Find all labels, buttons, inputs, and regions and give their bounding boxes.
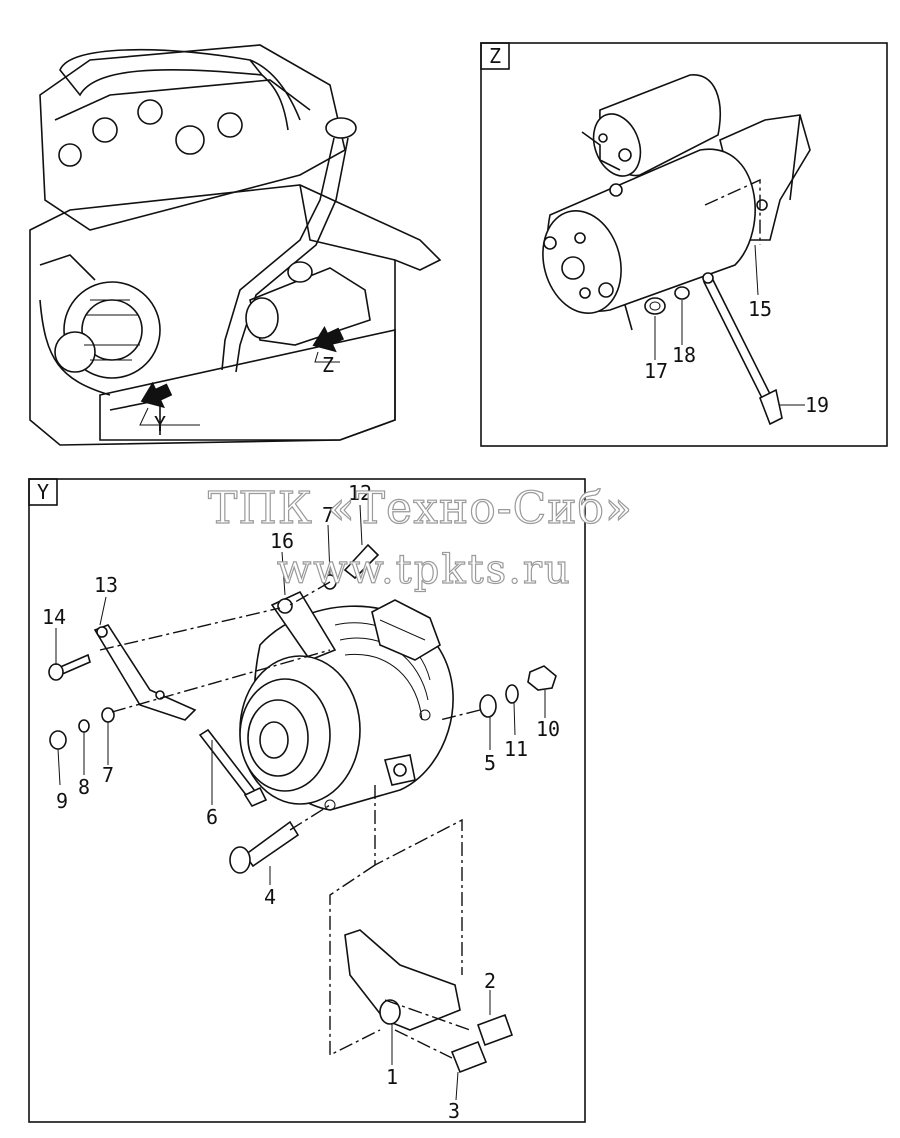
- callout-1: 1: [386, 1065, 398, 1089]
- bracket-13-shape: [93, 624, 197, 721]
- callout-11: 11: [504, 737, 528, 761]
- view-arrow-y-label: Y: [154, 412, 166, 436]
- callout-7-top: 7: [322, 503, 334, 527]
- callout-5: 5: [484, 751, 496, 775]
- starter-motor-drawing: [542, 74, 811, 426]
- view-y-tag: Y: [37, 480, 49, 504]
- callout-14: 14: [42, 605, 66, 629]
- callout-18: 18: [672, 343, 696, 367]
- callout-15: 15: [748, 297, 772, 321]
- callout-2: 2: [484, 969, 496, 993]
- callout-10: 10: [536, 717, 560, 741]
- callout-3: 3: [448, 1099, 460, 1123]
- callout-17: 17: [644, 359, 668, 383]
- watermark: ТПК «Техно-Сиб» www.tpkts.ru: [207, 482, 633, 593]
- view-arrow-y: [140, 381, 173, 409]
- callout-7-left: 7: [102, 763, 114, 787]
- watermark-url: www.tpkts.ru: [277, 547, 572, 593]
- callout-4: 4: [264, 885, 276, 909]
- callout-9: 9: [56, 789, 68, 813]
- view-z-panel: Z: [480, 42, 888, 447]
- callout-19: 19: [805, 393, 829, 417]
- view-y-tag-box: [28, 478, 58, 506]
- callout-6: 6: [206, 805, 218, 829]
- callout-12: 12: [348, 481, 372, 505]
- watermark-company: ТПК «Техно-Сиб»: [208, 483, 633, 534]
- washer-18-shape: [674, 286, 690, 300]
- nut-17-shape: [644, 297, 666, 315]
- alternator-drawing: [239, 590, 454, 811]
- view-arrow-z: [312, 325, 345, 353]
- view-z-tag-box: [480, 42, 510, 70]
- view-y-panel: Y: [28, 478, 586, 1123]
- callout-8: 8: [78, 775, 90, 799]
- callout-13: 13: [94, 573, 118, 597]
- view-arrow-z-label: Z: [322, 353, 334, 377]
- engine-overview-drawing: Y Z: [29, 44, 442, 446]
- callout-16: 16: [270, 529, 294, 553]
- view-z-tag: Z: [489, 44, 501, 68]
